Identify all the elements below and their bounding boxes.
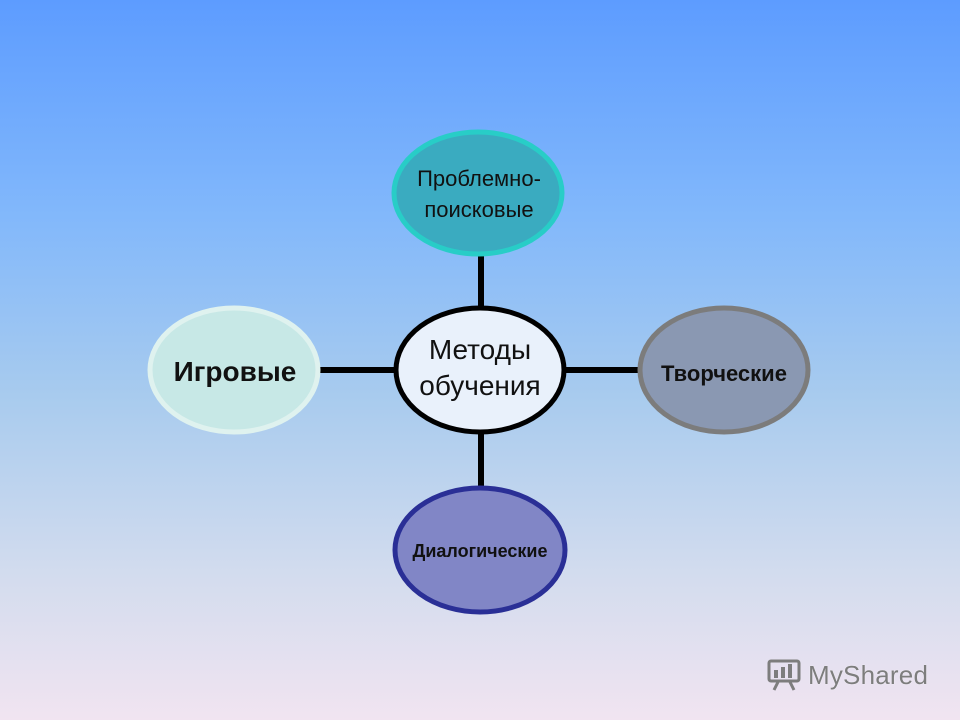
node-top-line2: поисковые xyxy=(424,197,534,222)
watermark-text: MyShared xyxy=(808,659,929,690)
node-right-label: Творческие xyxy=(661,361,787,386)
myshared-watermark: MyShared xyxy=(766,656,928,694)
node-left-ellipse xyxy=(147,305,321,435)
node-center-label: Методы обучения xyxy=(398,328,562,408)
node-top-label: Проблемно- поисковые xyxy=(398,158,560,230)
node-center-ellipse xyxy=(393,305,567,435)
node-center-line1: Методы xyxy=(428,334,532,365)
node-right-ellipse xyxy=(637,305,811,435)
node-center-line2: обучения xyxy=(419,370,541,401)
node-left-label: Игровые xyxy=(173,356,297,387)
node-bottom-ellipse xyxy=(392,485,568,615)
node-top-ellipse xyxy=(391,129,565,257)
node-top-line1: Проблемно- xyxy=(417,166,541,191)
node-bottom-label: Диалогические xyxy=(412,540,548,561)
presentation-icon xyxy=(767,659,801,691)
